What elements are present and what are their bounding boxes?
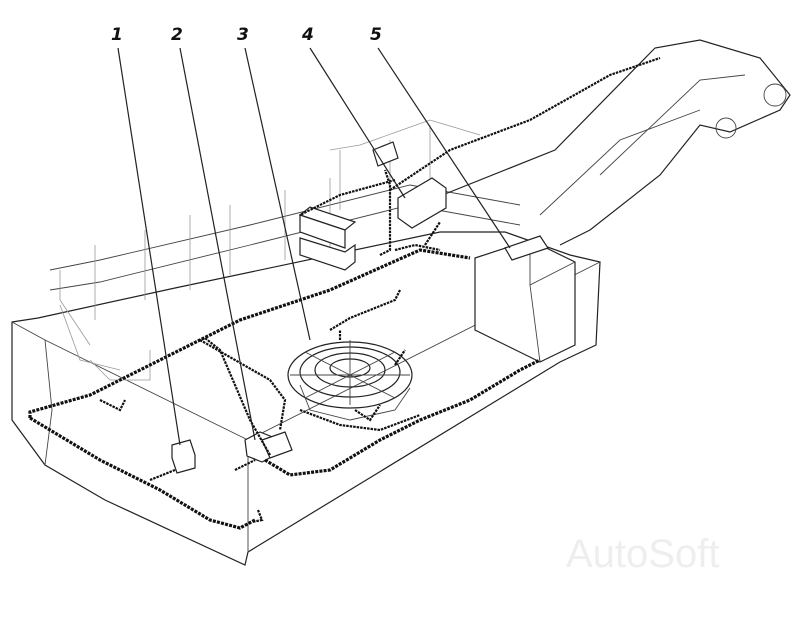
electrical-boxes [171,141,576,474]
watermark: AutoSoft [566,532,720,576]
callout-3: 3 [237,25,249,45]
cable-runs [28,56,661,530]
callout-2: 2 [171,25,183,45]
callout-1: 1 [111,25,123,45]
blocks [298,206,357,271]
callout-5: 5 [370,25,382,45]
cable-reel [287,340,413,421]
boom [429,39,791,246]
leader-lines [117,47,511,446]
callout-4: 4 [302,25,314,45]
